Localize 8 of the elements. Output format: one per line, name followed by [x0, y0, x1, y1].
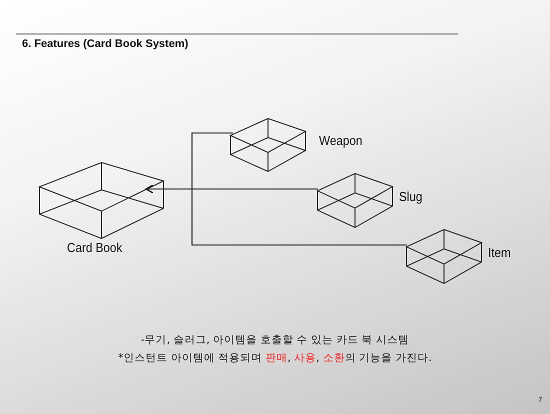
- description-text: -무기, 슬러그, 아이템을 호출할 수 있는 카드 북 시스템: [140, 333, 410, 347]
- node-label: Item: [488, 245, 511, 260]
- node-label: Card Book: [67, 240, 122, 255]
- description-text: *인스턴트 아이템에 적용되며 판매, 사용, 소환의 기능을 가진다.: [117, 351, 433, 365]
- node-label: Slug: [399, 189, 422, 204]
- connector-arrow: [146, 184, 407, 246]
- node-label: Weapon: [319, 133, 362, 148]
- slide-title: 6. Features (Card Book System): [22, 38, 188, 50]
